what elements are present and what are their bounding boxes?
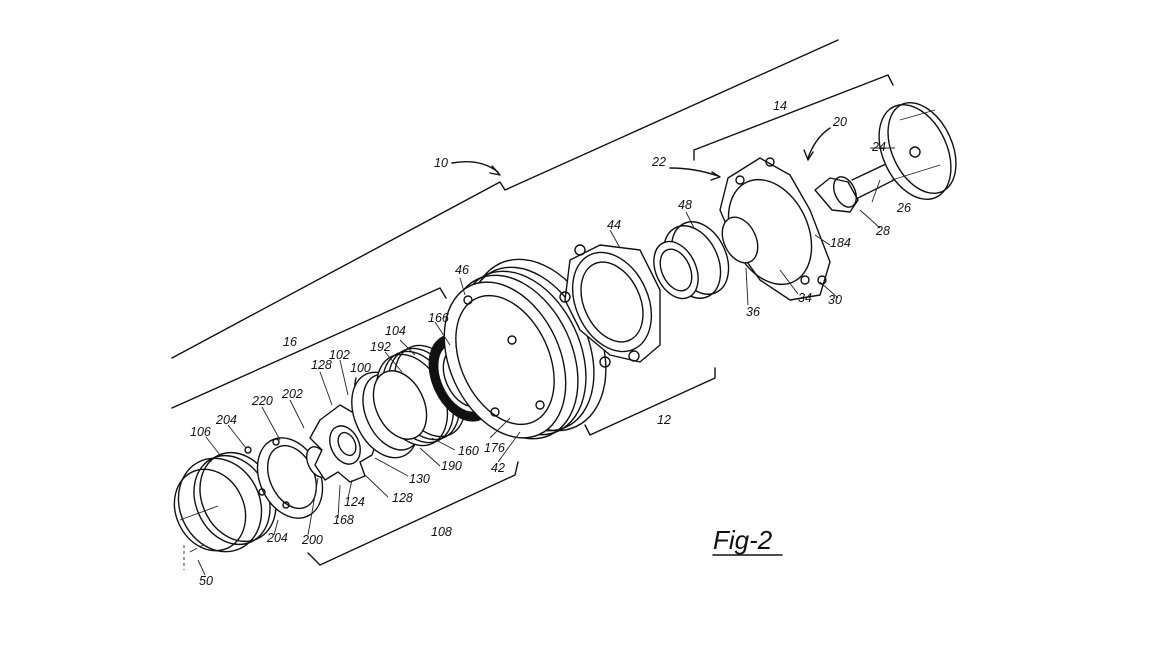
label-166: 166 (428, 311, 449, 325)
label-46: 46 (455, 263, 469, 277)
label-20: 20 (832, 115, 847, 129)
label-204-top: 204 (215, 413, 237, 427)
label-168: 168 (333, 513, 354, 527)
part-24-impeller (878, 101, 957, 200)
label-192: 192 (370, 340, 391, 354)
label-106: 106 (190, 425, 211, 439)
bracket-10 (171, 39, 839, 359)
label-28: 28 (875, 224, 890, 238)
bracket-12 (584, 367, 716, 436)
part-30-housing (719, 157, 831, 301)
label-48: 48 (678, 198, 692, 212)
label-44: 44 (607, 218, 621, 232)
label-34: 34 (798, 291, 812, 305)
figure-title: Fig-2 (713, 525, 773, 555)
label-128-bottom: 128 (392, 491, 413, 505)
label-200: 200 (301, 533, 323, 547)
label-36: 36 (746, 305, 760, 319)
label-22: 22 (651, 155, 666, 169)
part-106-end-cap (173, 451, 277, 553)
label-128-top: 128 (311, 358, 332, 372)
bracket-108 (307, 461, 519, 566)
leader-20 (807, 127, 831, 159)
part-104-coil (372, 344, 467, 447)
bracket-14 (693, 74, 894, 161)
leader-lines (197, 147, 895, 576)
label-104: 104 (385, 324, 406, 338)
part-48-bearing (653, 221, 730, 300)
label-184: 184 (830, 236, 851, 250)
label-12: 12 (657, 413, 671, 427)
leader-10 (451, 160, 499, 173)
label-16: 16 (283, 335, 297, 349)
label-202: 202 (281, 387, 303, 401)
label-220: 220 (251, 394, 273, 408)
label-160: 160 (458, 444, 479, 458)
label-24: 24 (871, 140, 886, 154)
label-124: 124 (344, 495, 365, 509)
label-30: 30 (828, 293, 842, 307)
part-28-shaft (814, 154, 911, 213)
label-102: 102 (329, 348, 350, 362)
label-100: 100 (350, 361, 371, 375)
label-190: 190 (441, 459, 462, 473)
label-108: 108 (431, 525, 452, 539)
bracket-16 (171, 287, 447, 409)
label-176: 176 (484, 441, 505, 455)
label-10: 10 (434, 156, 448, 170)
label-14: 14 (773, 99, 787, 113)
label-42: 42 (491, 461, 505, 475)
label-130: 130 (409, 472, 430, 486)
label-26: 26 (896, 201, 911, 215)
leader-22 (669, 167, 719, 177)
label-204-bottom: 204 (266, 531, 288, 545)
label-50: 50 (199, 574, 213, 588)
